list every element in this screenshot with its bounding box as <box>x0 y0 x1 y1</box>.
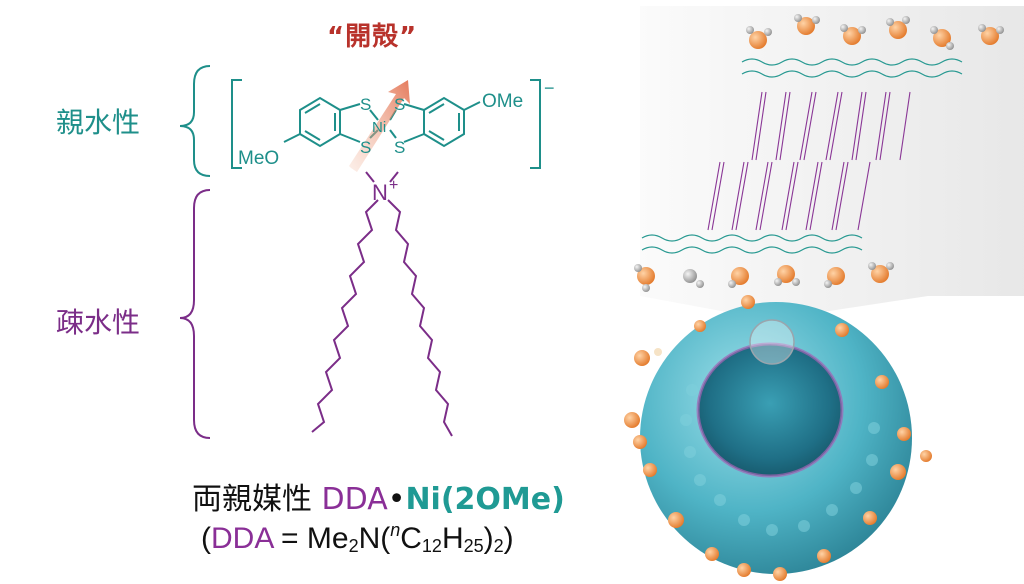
bilayer-panel <box>707 91 911 231</box>
sulfur-atom-1: S <box>360 95 371 114</box>
formula-dda: DDA <box>211 522 273 555</box>
formula-sub-12: 12 <box>421 536 442 556</box>
alkyl-chain-right <box>387 199 453 437</box>
hydrophilic-brace <box>179 65 211 177</box>
caption-ni-complex: Ni(2OMe) <box>405 482 565 517</box>
meo-group-left: MeO <box>238 148 279 169</box>
nitrogen-charge: + <box>389 177 398 194</box>
caption-line-1: 両親媒性 DDA•Ni(2OMe) <box>192 474 565 518</box>
formula-sub-25: 25 <box>463 536 484 556</box>
hydrophobic-label: 疎水性 <box>56 306 141 339</box>
water-molecules-bottom <box>634 262 894 292</box>
nickel-atom: Ni <box>372 119 386 136</box>
formula-n: N( <box>358 522 391 555</box>
formula-sub-2b: 2 <box>493 536 504 556</box>
open-shell-title: “開殻” <box>327 22 418 52</box>
formula-me: = Me <box>272 522 349 555</box>
formula-sup-n: n <box>390 520 401 540</box>
open-shell-arrow <box>349 80 410 172</box>
caption-dda: DDA <box>321 482 388 517</box>
hydrophilic-label: 親水性 <box>56 106 141 139</box>
water-molecules-top <box>746 14 1004 50</box>
caption-line-2: (DDA = Me2N(nC12H25)2) <box>201 520 514 557</box>
formula-c: C <box>400 522 422 555</box>
caption-dot: • <box>387 482 406 517</box>
hydrophobic-brace <box>179 189 211 439</box>
caption-amphiphilic: 両親媒性 <box>192 482 322 517</box>
paren-close: ) <box>503 522 514 555</box>
sulfur-atom-3: S <box>394 95 405 114</box>
paren-open: ( <box>201 522 211 555</box>
anion-charge: − <box>544 78 555 98</box>
formula-sub-2: 2 <box>348 536 359 556</box>
headgroup-row-top <box>741 58 963 78</box>
right-bracket <box>530 79 541 169</box>
formula-close: ) <box>483 522 494 555</box>
sulfur-atom-4: S <box>394 138 405 157</box>
vesicle <box>624 295 932 581</box>
left-bracket <box>231 79 242 169</box>
sulfur-atom-2: S <box>360 138 371 157</box>
nitrogen-atom: N <box>372 180 388 205</box>
ome-group-right: OMe <box>482 91 523 112</box>
alkyl-chain-left <box>311 199 379 433</box>
zoom-wedge <box>560 6 1024 320</box>
headgroup-row-bottom <box>641 234 863 254</box>
formula-h: H <box>441 522 464 555</box>
